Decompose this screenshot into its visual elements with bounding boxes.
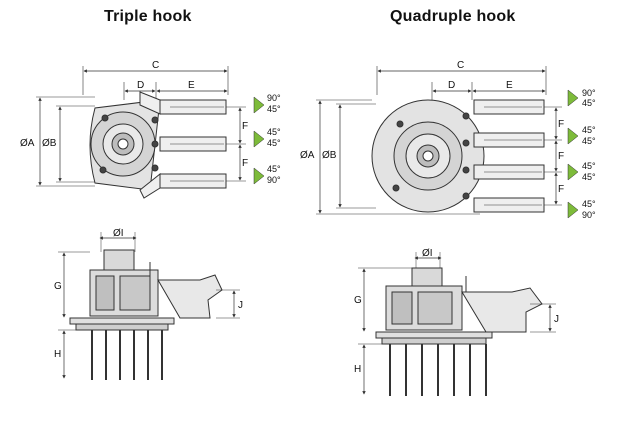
quad-dim-g: G xyxy=(354,295,362,306)
quad-angle-3b: 45° xyxy=(582,172,596,182)
quad-dim-d: D xyxy=(448,80,455,91)
triple-dim-j: J xyxy=(238,300,243,311)
quadruple-side-view xyxy=(358,252,556,396)
triple-angle-3a: 45° xyxy=(267,164,281,174)
quad-dim-f1: F xyxy=(558,119,564,130)
quadruple-hook-title: Quadruple hook xyxy=(390,8,516,25)
quad-dim-f3: F xyxy=(558,184,564,195)
triple-angle-wedges xyxy=(253,96,265,185)
triple-dim-b: ØB xyxy=(42,138,57,149)
quad-dim-j: J xyxy=(554,314,559,325)
quad-angle-3a: 45° xyxy=(582,161,596,171)
triple-angle-1a: 90° xyxy=(267,93,281,103)
quad-dim-f2: F xyxy=(558,151,564,162)
triple-hook-title: Triple hook xyxy=(104,8,192,25)
triple-dim-i: ØI xyxy=(113,228,124,239)
quad-angle-2b: 45° xyxy=(582,136,596,146)
quad-dim-c: C xyxy=(457,60,464,71)
triple-dim-g: G xyxy=(54,281,62,292)
triple-dim-h: H xyxy=(54,349,61,360)
quad-dim-b: ØB xyxy=(322,150,337,161)
triple-dim-a: ØA xyxy=(20,138,35,149)
triple-dim-f2: F xyxy=(242,158,248,169)
triple-dim-d: D xyxy=(137,80,144,91)
quad-angle-1a: 90° xyxy=(582,88,596,98)
quad-angle-1b: 45° xyxy=(582,98,596,108)
quad-angle-2a: 45° xyxy=(582,125,596,135)
triple-angle-2b: 45° xyxy=(267,138,281,148)
triple-angle-1b: 45° xyxy=(267,104,281,114)
triple-top-view xyxy=(36,66,246,199)
quad-dim-i: ØI xyxy=(422,248,433,259)
triple-dim-e: E xyxy=(188,80,195,91)
quad-angle-4a: 45° xyxy=(582,199,596,209)
triple-angle-2a: 45° xyxy=(267,127,281,137)
triple-dim-f1: F xyxy=(242,121,248,132)
quadruple-angle-wedges xyxy=(567,89,579,219)
quad-dim-e: E xyxy=(506,80,513,91)
quad-dim-a: ØA xyxy=(300,150,315,161)
quadruple-top-view xyxy=(316,66,562,215)
triple-dim-c: C xyxy=(152,60,159,71)
quad-dim-h: H xyxy=(354,364,361,375)
triple-side-view xyxy=(58,232,240,380)
triple-angle-3b: 90° xyxy=(267,175,281,185)
quad-angle-4b: 90° xyxy=(582,210,596,220)
